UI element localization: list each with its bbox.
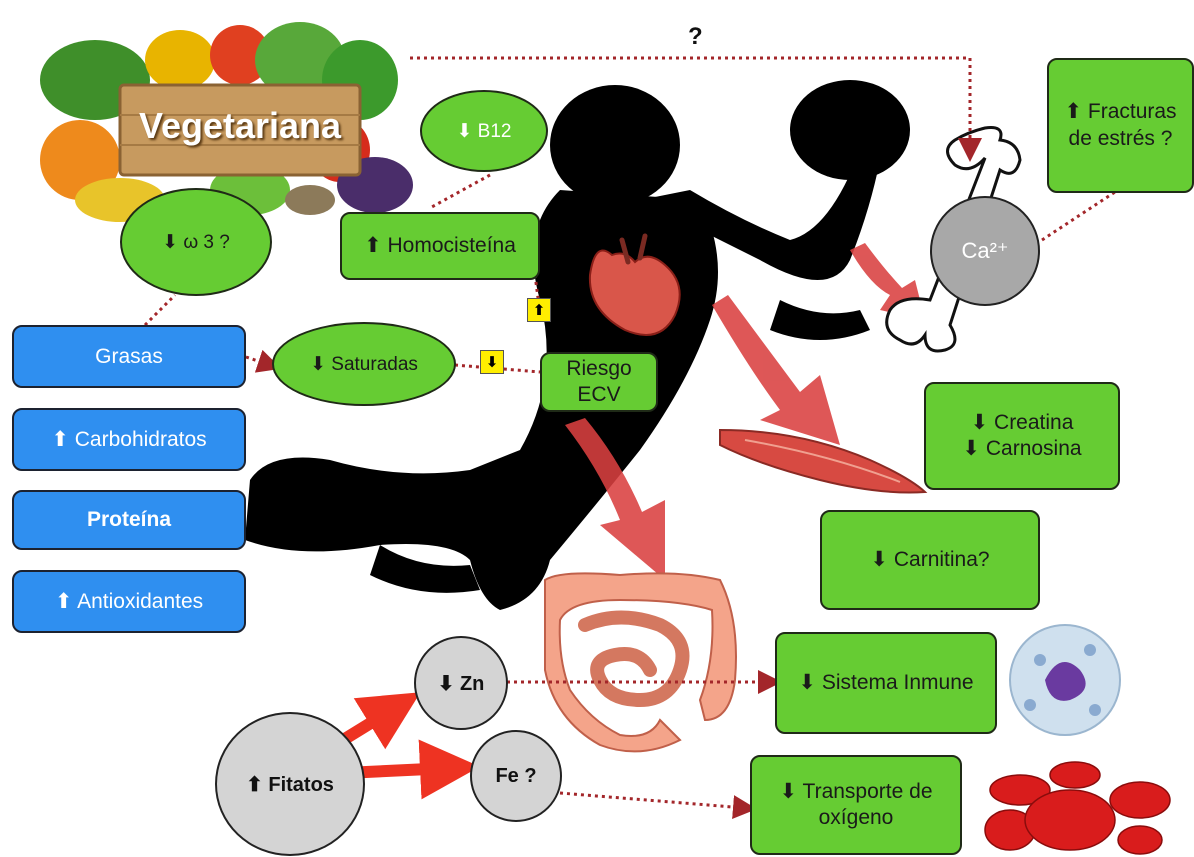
carnitina-label: ⬇ Carnitina? bbox=[870, 547, 989, 573]
zinc-node: ⬇ Zn bbox=[414, 636, 508, 730]
grasas-label: Grasas bbox=[95, 345, 163, 369]
calcium-node: Ca²⁺ bbox=[930, 196, 1040, 306]
yellow-down-marker: ⬇ bbox=[480, 350, 504, 374]
homocisteina-label: ⬆ Homocisteína bbox=[364, 233, 516, 259]
intestine-illustration bbox=[545, 573, 736, 751]
homocisteina-box: ⬆ Homocisteína bbox=[340, 212, 540, 280]
fracturas-label: ⬆ Fracturas de estrés ? bbox=[1064, 99, 1176, 152]
riesgo-ecv-box: Riesgo ECV bbox=[540, 352, 658, 412]
saturadas-label: ⬇ Saturadas bbox=[310, 353, 418, 376]
carnitina-box: ⬇ Carnitina? bbox=[820, 510, 1040, 610]
calcium-label: Ca²⁺ bbox=[961, 238, 1008, 264]
sistema-inmune-label: ⬇ Sistema Inmune bbox=[798, 670, 973, 696]
b12-node: ⬇ B12 bbox=[420, 90, 548, 172]
fitatos-node: ⬆ Fitatos bbox=[215, 712, 365, 856]
fitatos-label: ⬆ Fitatos bbox=[246, 772, 334, 797]
antioxidantes-box: ⬆ Antioxidantes bbox=[12, 570, 246, 633]
sistema-inmune-box: ⬇ Sistema Inmune bbox=[775, 632, 997, 734]
riesgo-ecv-label: Riesgo ECV bbox=[566, 356, 631, 409]
antioxidantes-label: ⬆ Antioxidantes bbox=[55, 589, 203, 614]
omega3-node: ⬇ ω 3 ? bbox=[120, 188, 272, 296]
proteina-box: Proteína bbox=[12, 490, 246, 550]
proteina-label: Proteína bbox=[87, 508, 171, 532]
immune-cell-illustration bbox=[1010, 625, 1120, 735]
saturadas-node: ⬇ Saturadas bbox=[272, 322, 456, 406]
fracturas-box: ⬆ Fracturas de estrés ? bbox=[1047, 58, 1194, 193]
question-mark-top: ? bbox=[688, 23, 703, 51]
omega3-label: ⬇ ω 3 ? bbox=[162, 231, 230, 254]
b12-label: ⬇ B12 bbox=[456, 120, 511, 143]
iron-node: Fe ? bbox=[470, 730, 562, 822]
transporte-oxigeno-box: ⬇ Transporte de oxígeno bbox=[750, 755, 962, 855]
yellow-up-marker: ⬆ bbox=[527, 298, 551, 322]
vegetariana-sign: Vegetariana bbox=[120, 105, 360, 147]
creatina-label: ⬇ Creatina ⬇ Carnosina bbox=[962, 410, 1081, 463]
grasas-box: Grasas bbox=[12, 325, 246, 388]
carbohidratos-label: ⬆ Carbohidratos bbox=[51, 427, 206, 452]
iron-label: Fe ? bbox=[495, 765, 536, 788]
zinc-label: ⬇ Zn bbox=[438, 671, 485, 696]
carbohidratos-box: ⬆ Carbohidratos bbox=[12, 408, 246, 471]
creatina-box: ⬇ Creatina ⬇ Carnosina bbox=[924, 382, 1120, 490]
red-blood-cells-illustration bbox=[985, 762, 1170, 854]
transporte-oxigeno-label: ⬇ Transporte de oxígeno bbox=[779, 779, 932, 832]
